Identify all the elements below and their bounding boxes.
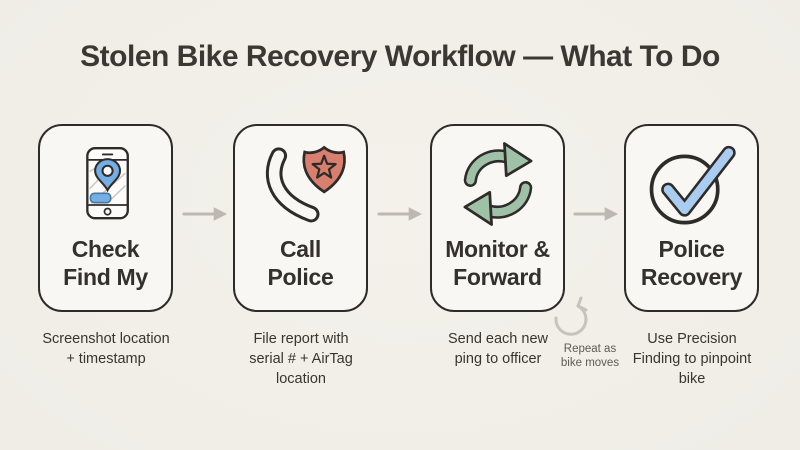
- check-circle-icon: [644, 134, 740, 234]
- repeat-annotation: Repeat as bike moves: [560, 343, 620, 369]
- page-title: Stolen Bike Recovery Workflow — What To …: [80, 40, 720, 73]
- step-caption: Use Precision Finding to pinpoint bike: [632, 331, 752, 387]
- phone-badge-icon: [247, 134, 355, 234]
- step-label: Police Recovery: [640, 236, 743, 290]
- flow-arrow-icon: [573, 207, 619, 221]
- phone-map-pin-icon: [71, 134, 141, 234]
- step-card-monitor-forward: Monitor & Forward: [430, 124, 565, 312]
- step-label: Check Find My: [63, 236, 148, 290]
- step-card-police-recovery: Police Recovery: [624, 124, 759, 312]
- flow-arrow-icon: [182, 207, 228, 221]
- step-label: Monitor & Forward: [445, 236, 550, 290]
- cycle-arrows-icon: [452, 134, 544, 234]
- step-caption: Screenshot location + timestamp: [42, 331, 170, 367]
- flow-arrow-icon: [377, 207, 423, 221]
- step-caption: File report with serial # + AirTag locat…: [249, 331, 353, 387]
- step-card-check-find-my: Check Find My: [38, 124, 173, 312]
- step-caption: Send each new ping to officer: [448, 331, 548, 367]
- step-card-call-police: Call Police: [233, 124, 368, 312]
- step-label: Call Police: [267, 236, 334, 290]
- repeat-loop-arrow-icon: [554, 296, 588, 336]
